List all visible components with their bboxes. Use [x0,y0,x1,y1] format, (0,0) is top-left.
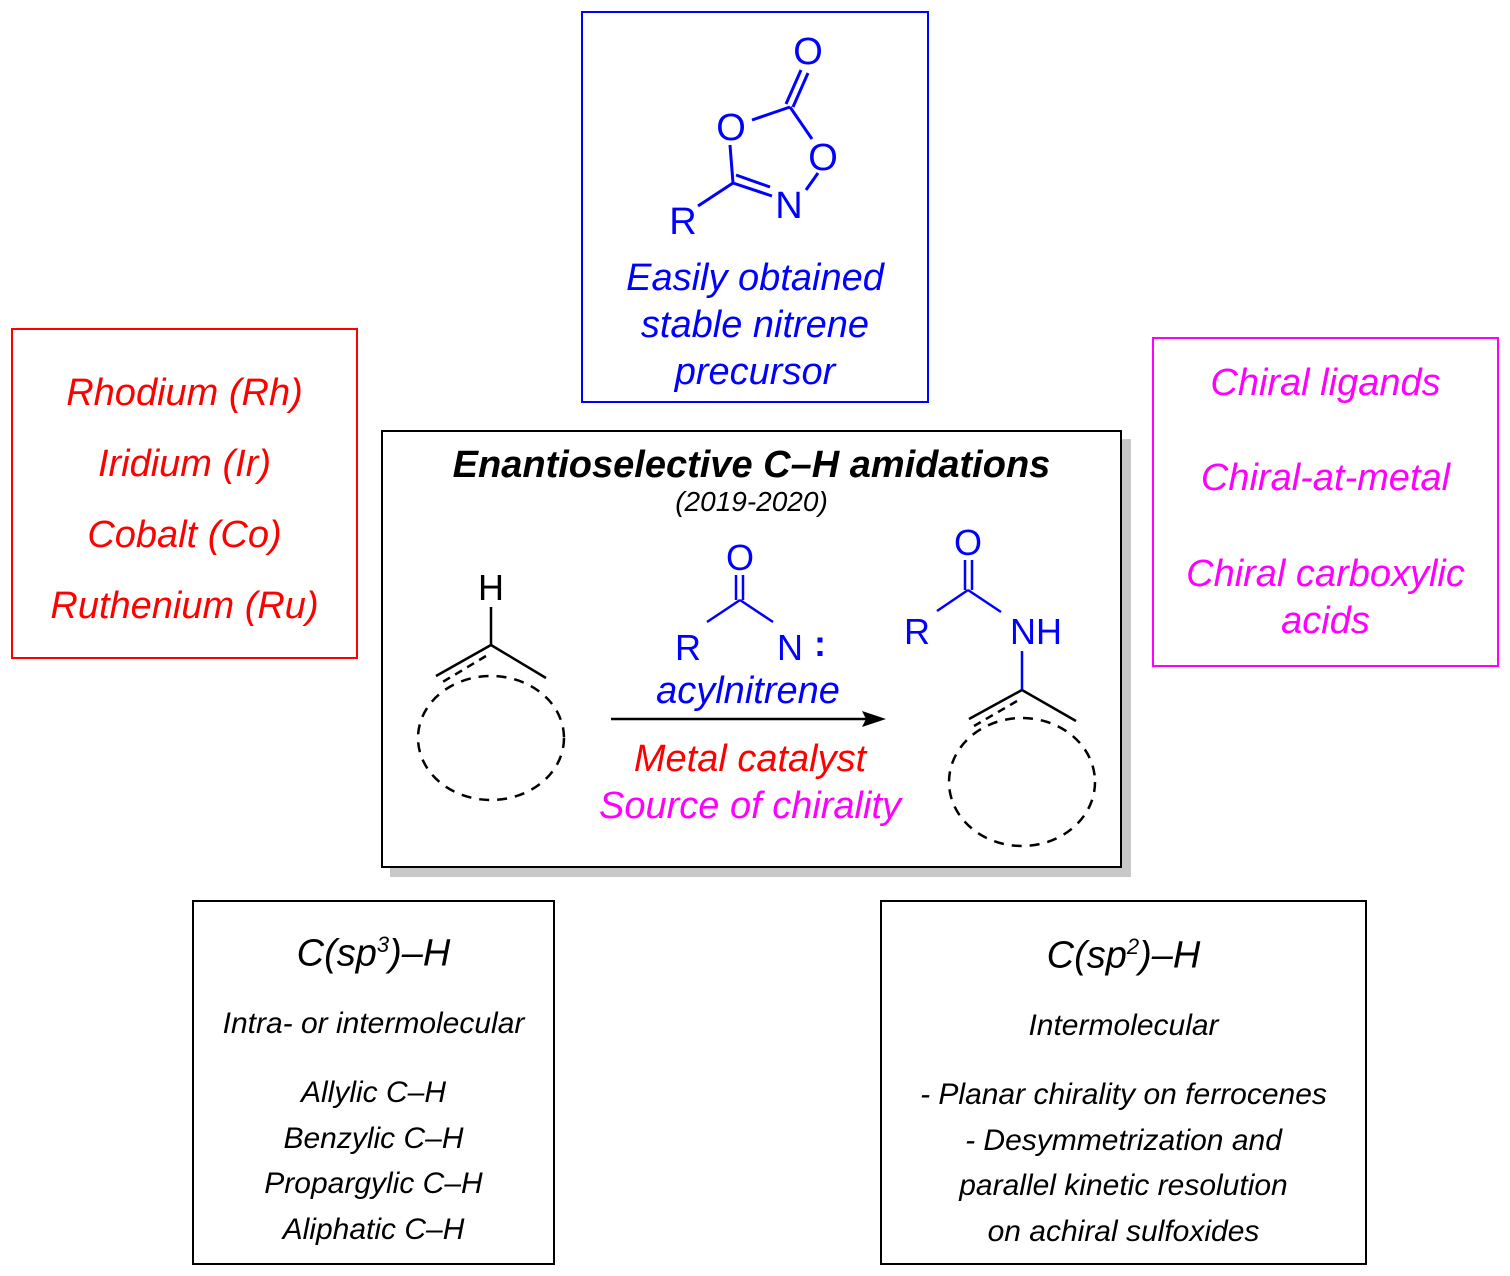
scheme-box: Enantioselective C–H amidations (2019-20… [381,430,1122,868]
sp3-item: Aliphatic C–H [282,1213,465,1246]
r-label: R [669,201,696,243]
precursor-line-1: Easily obtained [626,257,884,299]
sp3-title: C(sp3)–H [194,932,553,976]
substrate-structure [416,607,566,802]
sp3-box: C(sp3)–H Intra- or intermolecular Allyli… [192,900,555,1265]
precursor-box: Easily obtained stable nitrene precursor [581,11,929,403]
sp2-title-sup: 2 [1126,934,1140,959]
reaction-arrow [611,711,886,727]
acylnitrene-label: acylnitrene [656,670,840,712]
sp3-title-post: )–H [389,932,451,975]
nitrene-o-label: O [726,537,754,578]
ring-n-label: N [775,185,802,227]
substrate-h-label: H [478,567,504,608]
ring-o1-label: O [716,107,746,149]
sp3-subtitle: Intra- or intermolecular [222,1007,525,1040]
chirality-label: Source of chirality [599,785,903,827]
sp3-item: Propargylic C–H [264,1167,483,1200]
scheme-years: (2019-2020) [675,486,828,517]
product-structure [936,560,1097,848]
metals-box: Rhodium (Rh) Iridium (Ir) Cobalt (Co) Ru… [11,328,358,659]
sp3-item: Allylic C–H [300,1076,447,1109]
precursor-line-3: precursor [674,351,836,393]
chirality-carboxylic: Chiral carboxylic [1186,553,1465,595]
nitrene-lone-pair: : [814,623,826,664]
dioxazolone-structure [697,69,820,208]
sp2-subtitle: Intermolecular [1028,1009,1219,1042]
nitrene-n-label: N [777,627,803,668]
sp2-title: C(sp2)–H [882,934,1365,978]
product-nh-label: NH [1010,611,1062,652]
chirality-at-metal: Chiral-at-metal [1200,457,1451,499]
chirality-acids: acids [1281,600,1370,642]
precursor-line-2: stable nitrene [640,304,870,346]
ring-o2-label: O [808,137,838,179]
sp2-item: - Desymmetrization and [965,1124,1282,1157]
metal-cobalt: Cobalt (Co) [87,514,282,556]
catalyst-label: Metal catalyst [634,738,868,780]
carbonyl-o-label: O [793,31,823,73]
chirality-sources-box: Chiral ligands Chiral-at-metal Chiral ca… [1152,337,1499,667]
product-o-label: O [954,522,982,563]
scheme-title: Enantioselective C–H amidations [452,444,1051,486]
sp2-item: - Planar chirality on ferrocenes [920,1078,1327,1111]
sp2-item: on achiral sulfoxides [987,1215,1260,1248]
metal-ruthenium: Ruthenium (Ru) [50,585,319,627]
sp3-title-pre: C(sp [296,932,377,975]
sp2-title-post: )–H [1139,934,1201,977]
sp2-title-pre: C(sp [1046,934,1127,977]
product-r-label: R [904,611,930,652]
sp3-item: Benzylic C–H [283,1122,464,1155]
acylnitrene-structure [706,575,774,624]
nitrene-r-label: R [675,627,701,668]
sp2-box: C(sp2)–H Intermolecular - Planar chirali… [880,900,1367,1265]
chirality-ligands: Chiral ligands [1210,362,1441,404]
metal-rhodium: Rhodium (Rh) [66,372,303,414]
sp2-item: parallel kinetic resolution [959,1169,1288,1202]
sp3-title-sup: 3 [376,932,390,957]
metal-iridium: Iridium (Ir) [97,443,272,485]
